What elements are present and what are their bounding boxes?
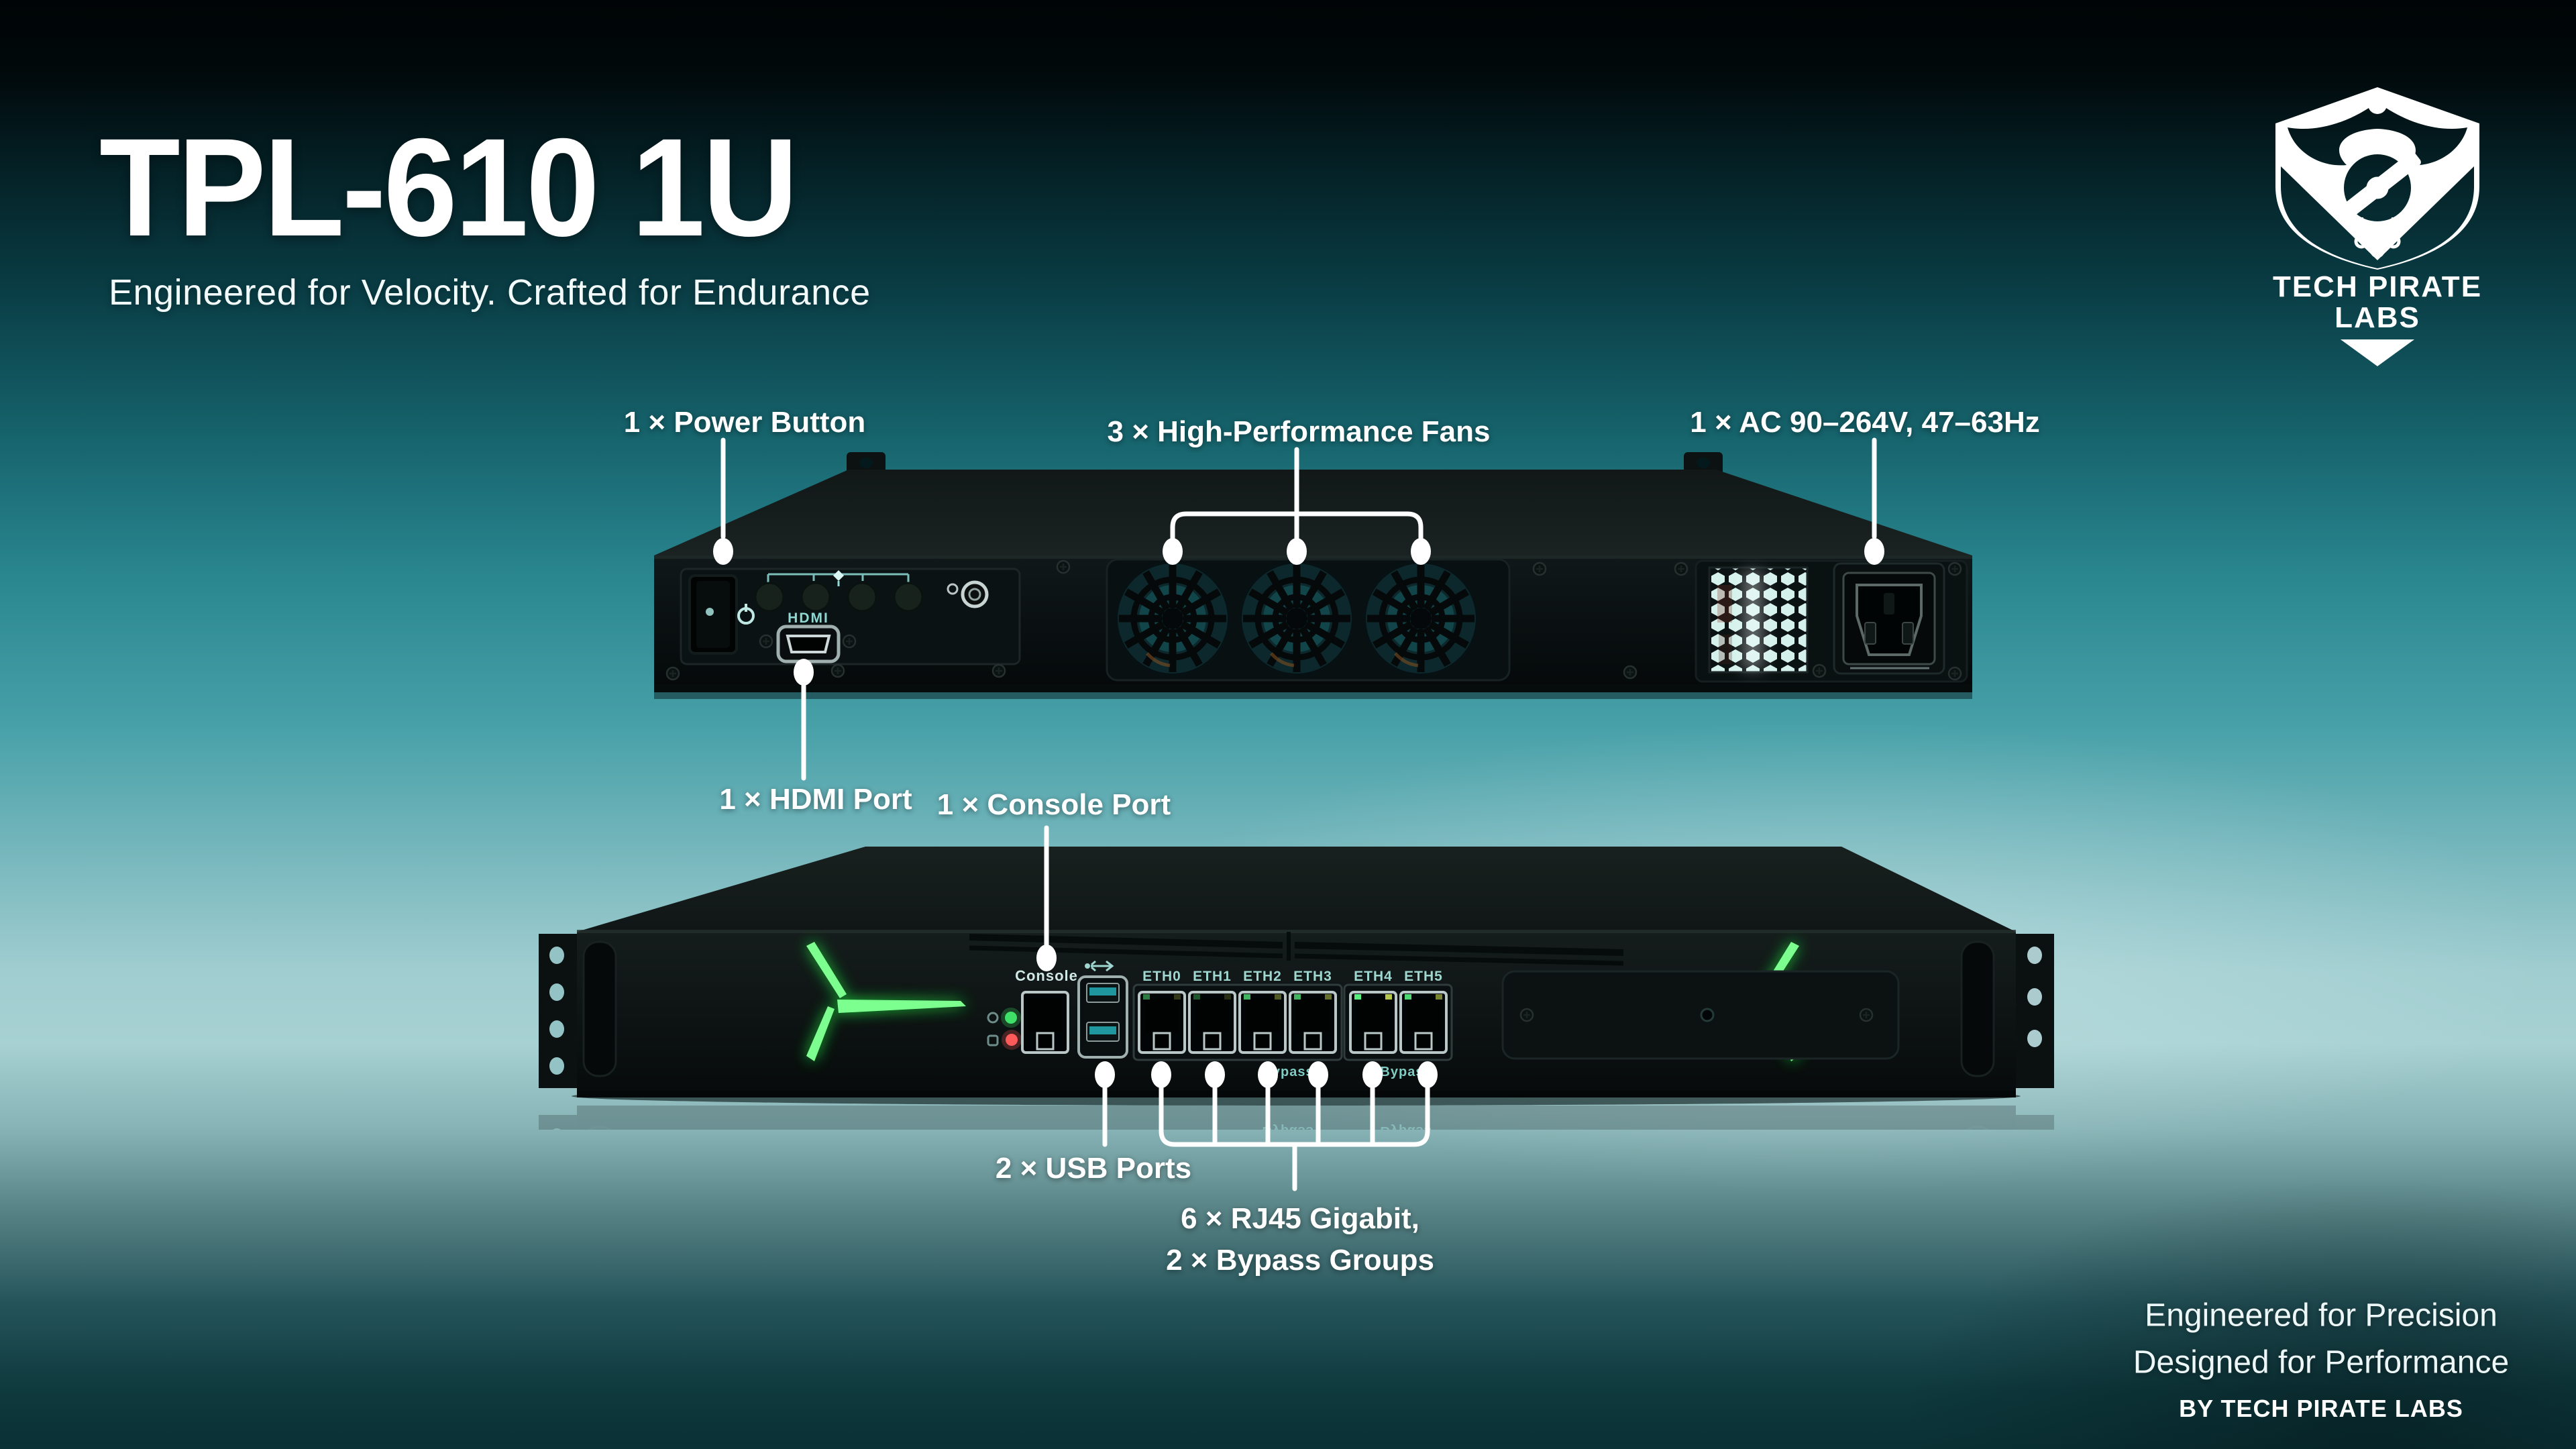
callout-rj45-line2: 2 × Bypass Groups (1166, 1244, 1434, 1277)
rack-ear-left (539, 934, 577, 1088)
footer-byline: BY TECH PIRATE LABS (2179, 1395, 2463, 1422)
eth2-label: ETH2 (1243, 969, 1282, 984)
page-title: TPL-610 1U (99, 110, 798, 266)
hdmi-port-label: HDMI (788, 610, 829, 626)
jack-hole (1700, 1008, 1715, 1022)
footer-tagline-2: Designed for Performance (2133, 1344, 2510, 1381)
fan-1-icon (1114, 559, 1232, 678)
psu-vent (1708, 566, 1809, 674)
eth4-label: ETH4 (1354, 969, 1393, 984)
tech-pirate-labs-logo: TECH PIRATE LABS (2261, 77, 2489, 366)
callout-leaders (720, 437, 1877, 1191)
usb-icon (1091, 960, 1114, 972)
handle-left[interactable] (582, 941, 617, 1077)
callout-console-port: 1 × Console Port (936, 788, 1171, 821)
logo-line2: LABS (2334, 301, 2420, 334)
eth-ports[interactable] (1138, 991, 1448, 1054)
fans-leader-bracket (1170, 511, 1424, 543)
fan-3-icon (1362, 559, 1480, 678)
power-switch[interactable] (688, 574, 738, 655)
logo-line1: TECH PIRATE (2273, 270, 2482, 303)
callout-rj45-line1: 6 × RJ45 Gigabit, (1181, 1202, 1419, 1235)
footer-tagline-1: Engineered for Precision (2145, 1297, 2498, 1334)
led-accent-left (806, 942, 966, 1061)
page-subtitle: Engineered for Velocity. Crafted for End… (109, 272, 871, 313)
eth1-label: ETH1 (1193, 969, 1232, 984)
console-port[interactable]: Console (1015, 967, 1078, 1054)
eth3-label: ETH3 (1293, 969, 1332, 984)
grommet-icon (947, 580, 989, 608)
alarm-led (1006, 1034, 1018, 1046)
callout-power-button: 1 × Power Button (623, 406, 866, 439)
hdmi-port[interactable]: HDMI (776, 610, 841, 663)
back-device: HDMI (654, 452, 1972, 699)
lamp-icon (833, 570, 844, 581)
chevron-down-icon (2341, 339, 2414, 366)
front-device: Console ETH0 ETH1 ETH2 ETH3 ETH4 ETH5 (539, 847, 2054, 1097)
panel-buttons[interactable] (754, 570, 924, 612)
callout-dots (713, 538, 1884, 1088)
handle-right[interactable] (1960, 941, 1995, 1077)
rack-ear-right (2016, 934, 2054, 1088)
eth0-label: ETH0 (1142, 969, 1181, 984)
callout-rj45: 6 × RJ45 Gigabit, 2 × Bypass Groups (1166, 1198, 1434, 1281)
usb-ports[interactable] (1077, 960, 1128, 1059)
fan-2-icon (1238, 559, 1356, 678)
eth5-label: ETH5 (1404, 969, 1443, 984)
ac-inlet[interactable] (1833, 562, 1945, 675)
callout-usb-ports: 2 × USB Ports (995, 1152, 1192, 1185)
callout-hdmi-port: 1 × HDMI Port (719, 783, 912, 816)
led-icon (987, 1012, 999, 1024)
eth-port-labels: ETH0 ETH1 ETH2 ETH3 ETH4 ETH5 (1142, 969, 1443, 984)
led-icon (987, 1034, 999, 1046)
power-symbol-icon (737, 604, 755, 625)
callout-fans: 3 × High-Performance Fans (1107, 415, 1491, 448)
port-leds (1143, 994, 1442, 1000)
status-leds (987, 1008, 1022, 1050)
power-led (1005, 1012, 1017, 1024)
face-grooves (969, 932, 1624, 966)
callout-ac-input: 1 × AC 90–264V, 47–63Hz (1690, 406, 2040, 439)
front-top-surface (577, 847, 2016, 932)
